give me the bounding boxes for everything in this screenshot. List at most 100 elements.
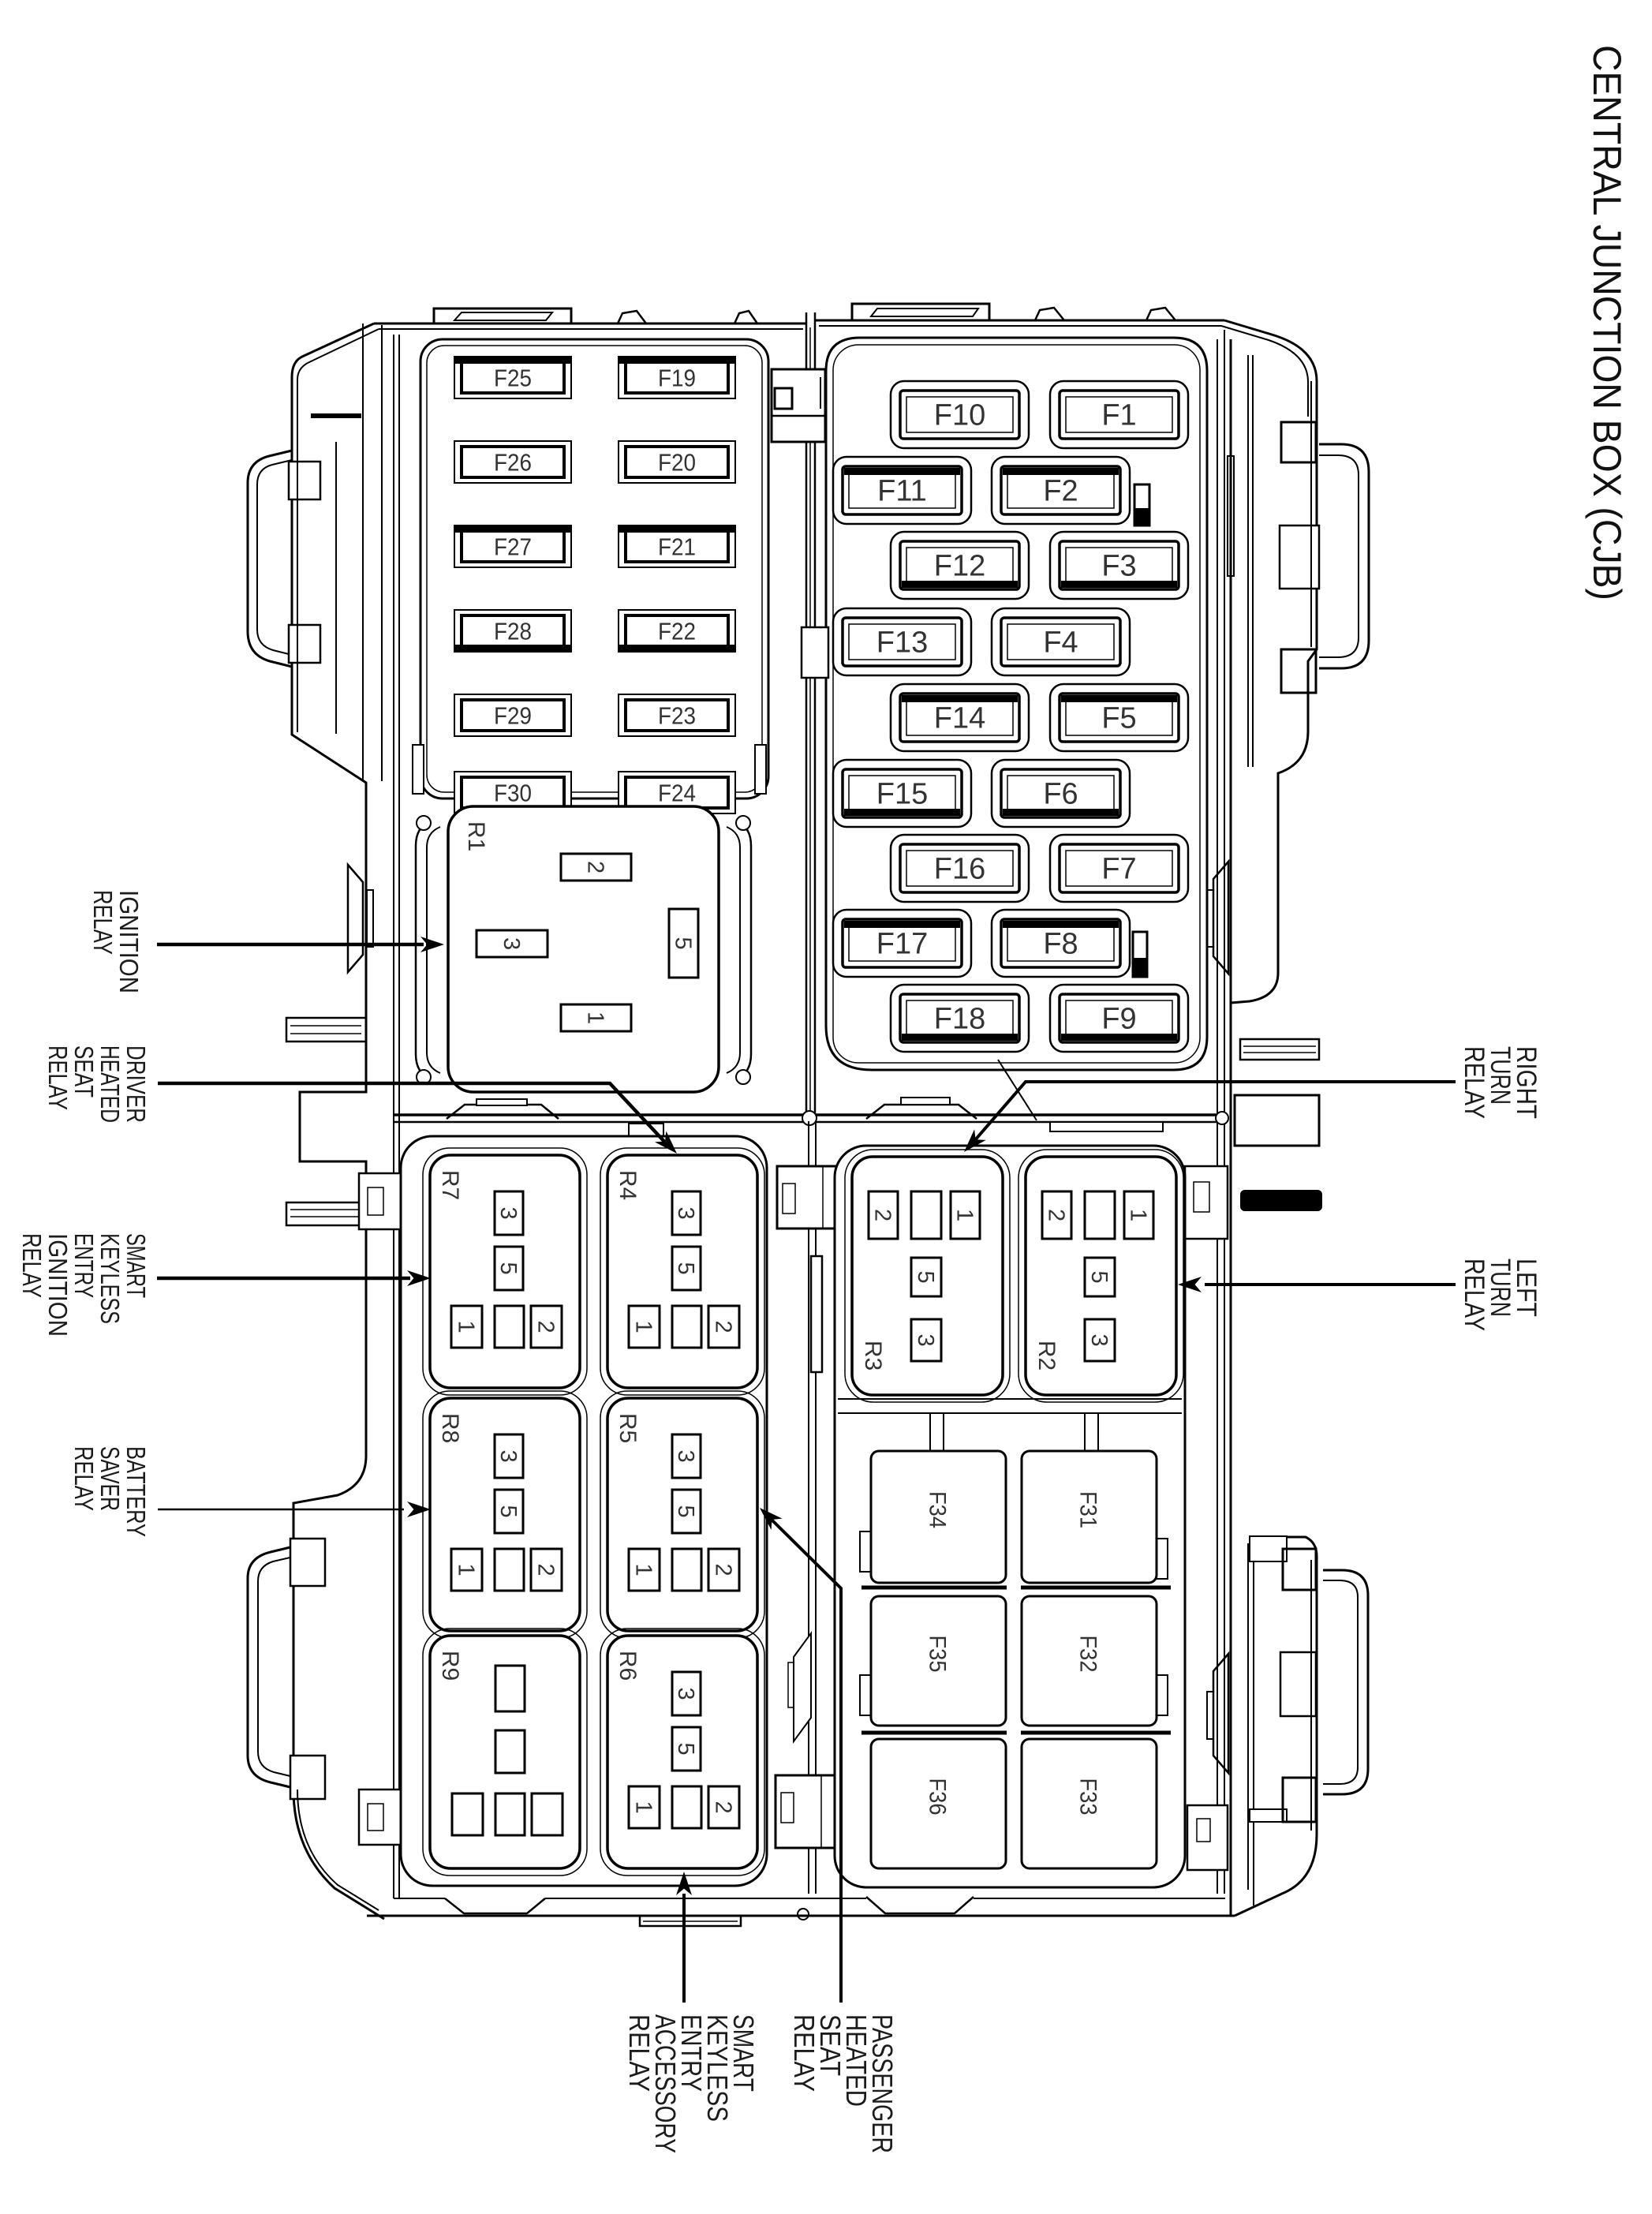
svg-text:1: 1 bbox=[1126, 1209, 1151, 1221]
svg-text:IGNITION: IGNITION bbox=[114, 890, 144, 993]
svg-text:F16: F16 bbox=[934, 853, 985, 886]
svg-text:HEATED: HEATED bbox=[840, 2014, 873, 2107]
svg-text:2: 2 bbox=[711, 1563, 736, 1576]
svg-text:R7: R7 bbox=[437, 1170, 463, 1200]
svg-text:5: 5 bbox=[1086, 1270, 1112, 1283]
svg-text:1: 1 bbox=[631, 1801, 656, 1813]
svg-text:3: 3 bbox=[913, 1333, 938, 1346]
svg-text:RELAY: RELAY bbox=[43, 1045, 73, 1110]
svg-text:R2: R2 bbox=[1033, 1341, 1060, 1371]
svg-text:F35: F35 bbox=[925, 1636, 951, 1673]
svg-text:F30: F30 bbox=[494, 780, 532, 807]
svg-text:3: 3 bbox=[495, 1206, 521, 1219]
svg-text:KEYLESS: KEYLESS bbox=[95, 1233, 125, 1324]
svg-text:F31: F31 bbox=[1075, 1491, 1101, 1528]
svg-text:F3: F3 bbox=[1101, 550, 1136, 583]
svg-text:F24: F24 bbox=[658, 780, 696, 807]
svg-text:R9: R9 bbox=[437, 1651, 463, 1681]
svg-text:SMART: SMART bbox=[727, 2014, 760, 2092]
svg-text:1: 1 bbox=[454, 1320, 479, 1333]
svg-text:F32: F32 bbox=[1075, 1636, 1101, 1673]
svg-text:2: 2 bbox=[711, 1320, 736, 1333]
svg-text:LEFT: LEFT bbox=[1511, 1258, 1542, 1317]
svg-text:RELAY: RELAY bbox=[623, 2014, 656, 2092]
svg-text:F9: F9 bbox=[1101, 1003, 1136, 1036]
svg-text:5: 5 bbox=[913, 1270, 938, 1283]
svg-text:2: 2 bbox=[533, 1320, 559, 1333]
svg-text:PASSENGER: PASSENGER bbox=[866, 2014, 899, 2153]
svg-text:5: 5 bbox=[671, 937, 696, 949]
svg-text:F1: F1 bbox=[1101, 399, 1136, 432]
svg-text:F27: F27 bbox=[494, 533, 532, 561]
svg-text:F7: F7 bbox=[1101, 853, 1136, 886]
svg-text:3: 3 bbox=[499, 937, 524, 950]
svg-text:F18: F18 bbox=[934, 1003, 985, 1036]
svg-text:RELAY: RELAY bbox=[1459, 1258, 1489, 1331]
svg-text:3: 3 bbox=[673, 1206, 698, 1219]
svg-text:F11: F11 bbox=[877, 475, 927, 508]
svg-text:1: 1 bbox=[583, 1012, 608, 1024]
svg-text:KEYLESS: KEYLESS bbox=[701, 2014, 734, 2122]
svg-text:5: 5 bbox=[495, 1505, 521, 1517]
svg-text:2: 2 bbox=[583, 861, 608, 873]
svg-text:3: 3 bbox=[495, 1449, 521, 1462]
svg-text:RELAY: RELAY bbox=[1459, 1046, 1489, 1119]
svg-text:1: 1 bbox=[952, 1209, 977, 1221]
svg-text:F36: F36 bbox=[925, 1778, 951, 1816]
svg-text:F28: F28 bbox=[494, 618, 532, 645]
svg-text:F34: F34 bbox=[925, 1491, 951, 1528]
svg-text:1: 1 bbox=[631, 1320, 656, 1333]
svg-text:HEATED: HEATED bbox=[95, 1045, 125, 1123]
svg-text:CENTRAL JUNCTION BOX (CJB): CENTRAL JUNCTION BOX (CJB) bbox=[1585, 45, 1629, 600]
svg-text:F26: F26 bbox=[494, 449, 532, 477]
svg-text:F17: F17 bbox=[876, 928, 928, 961]
svg-text:SEAT: SEAT bbox=[814, 2014, 847, 2076]
svg-text:5: 5 bbox=[673, 1262, 698, 1274]
svg-text:1: 1 bbox=[454, 1563, 479, 1576]
svg-text:IGNITION: IGNITION bbox=[43, 1233, 73, 1337]
svg-text:1: 1 bbox=[631, 1563, 656, 1576]
svg-text:RIGHT: RIGHT bbox=[1511, 1046, 1542, 1119]
svg-text:R8: R8 bbox=[437, 1413, 463, 1443]
svg-text:F4: F4 bbox=[1043, 626, 1078, 660]
svg-text:R6: R6 bbox=[615, 1651, 641, 1681]
svg-text:R1: R1 bbox=[463, 821, 489, 851]
svg-text:3: 3 bbox=[1086, 1333, 1112, 1346]
svg-text:F22: F22 bbox=[658, 618, 696, 645]
svg-text:R3: R3 bbox=[860, 1341, 886, 1371]
svg-text:ENTRY: ENTRY bbox=[69, 1233, 99, 1298]
svg-text:SAVER: SAVER bbox=[95, 1446, 125, 1511]
svg-text:5: 5 bbox=[673, 1505, 698, 1517]
svg-text:F15: F15 bbox=[876, 778, 928, 811]
svg-text:BATTERY: BATTERY bbox=[121, 1446, 151, 1537]
svg-text:F10: F10 bbox=[934, 399, 985, 432]
svg-text:R5: R5 bbox=[615, 1413, 641, 1443]
svg-text:F20: F20 bbox=[658, 449, 696, 477]
svg-text:RELAY: RELAY bbox=[17, 1233, 47, 1298]
svg-text:F13: F13 bbox=[876, 626, 928, 660]
svg-text:3: 3 bbox=[673, 1449, 698, 1462]
svg-text:SEAT: SEAT bbox=[69, 1045, 99, 1098]
svg-text:F21: F21 bbox=[658, 533, 696, 561]
svg-text:F25: F25 bbox=[494, 365, 532, 392]
svg-text:F29: F29 bbox=[494, 702, 532, 730]
svg-text:F6: F6 bbox=[1043, 778, 1078, 811]
svg-text:SMART: SMART bbox=[121, 1233, 151, 1298]
svg-text:TURN: TURN bbox=[1485, 1046, 1516, 1105]
svg-text:TURN: TURN bbox=[1485, 1258, 1516, 1317]
svg-text:DRIVER: DRIVER bbox=[121, 1045, 151, 1123]
svg-text:F33: F33 bbox=[1075, 1778, 1101, 1816]
svg-text:F2: F2 bbox=[1043, 475, 1078, 508]
svg-text:2: 2 bbox=[1044, 1209, 1069, 1221]
svg-text:2: 2 bbox=[533, 1563, 559, 1576]
svg-text:F8: F8 bbox=[1043, 928, 1078, 961]
svg-text:RELAY: RELAY bbox=[88, 890, 118, 955]
svg-text:5: 5 bbox=[495, 1262, 521, 1274]
svg-text:F5: F5 bbox=[1101, 702, 1136, 735]
svg-text:RELAY: RELAY bbox=[788, 2014, 820, 2092]
svg-text:F23: F23 bbox=[658, 702, 696, 730]
svg-text:F14: F14 bbox=[934, 702, 985, 735]
svg-text:F19: F19 bbox=[658, 365, 696, 392]
svg-text:5: 5 bbox=[673, 1742, 698, 1755]
svg-text:R4: R4 bbox=[615, 1170, 641, 1200]
